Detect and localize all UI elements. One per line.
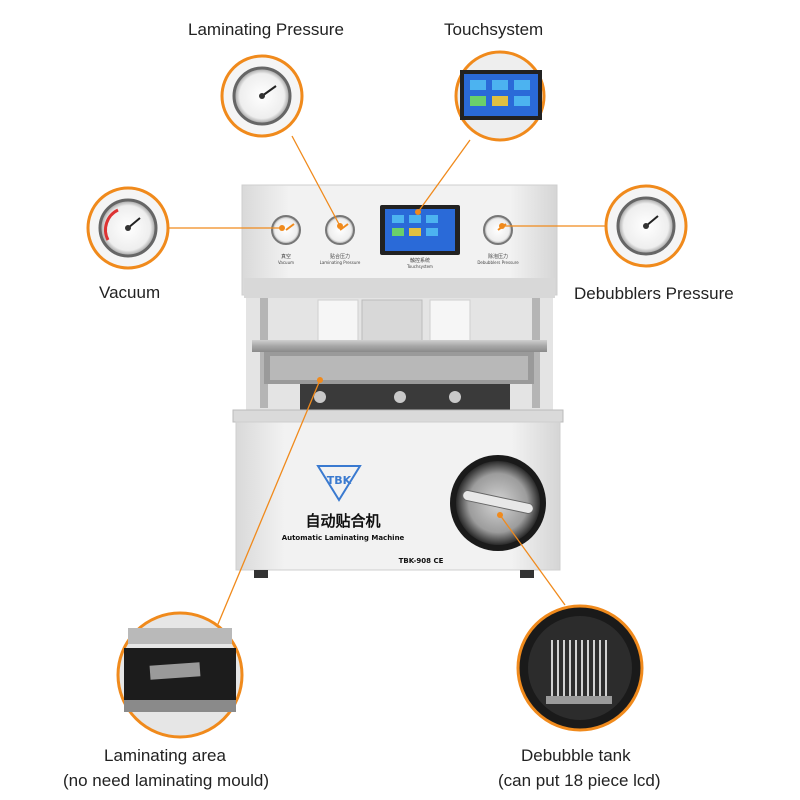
- panel-touchscreen: [380, 205, 460, 255]
- callout-touchsystem: Touchsystem: [444, 20, 544, 39]
- zoom-touchsystem: [454, 50, 546, 142]
- machine-model: TBK-908 CE: [399, 557, 444, 565]
- panel-vacuum-label-en: Vacuum: [278, 260, 294, 265]
- zoom-laminating-area: [116, 611, 244, 739]
- panel-screen-label-en: Touchsystem: [406, 264, 433, 269]
- svg-text:TBK: TBK: [327, 474, 352, 487]
- panel-vacuum-gauge: [271, 215, 301, 245]
- panel-laminating-label-en: Laminating Pressure: [320, 260, 361, 265]
- callout-leader-dots: [279, 209, 505, 518]
- callout-debubblers-pressure: Debubblers Pressure: [574, 284, 734, 303]
- laminating-chamber: [246, 298, 553, 413]
- zoom-laminating-pressure-gauge: [220, 54, 304, 138]
- panel-screen-label-cn: 触控系统: [410, 257, 430, 264]
- tbk-logo: TBK: [316, 465, 362, 502]
- panel-vacuum-label-cn: 真空: [281, 253, 291, 260]
- callout-debubble-tank-note: (can put 18 piece lcd): [498, 771, 661, 790]
- debubble-tank-door: [450, 455, 546, 551]
- zoom-vacuum-gauge: [86, 186, 170, 270]
- zoom-debubblers-pressure-gauge: [604, 184, 688, 268]
- callout-laminating-area-note: (no need laminating mould): [63, 771, 270, 790]
- panel-laminating-gauge: [325, 215, 355, 245]
- panel-debubbler-label-en: Debubblers Pressure: [477, 260, 519, 265]
- panel-laminating-label-cn: 贴合压力: [330, 253, 350, 260]
- callout-vacuum: Vacuum: [99, 283, 161, 302]
- machine-title-cn: 自动贴合机: [305, 512, 380, 530]
- zoom-debubble-tank: [516, 604, 644, 732]
- callout-laminating-pressure: Laminating Pressure: [188, 20, 344, 39]
- machine-ledge: [232, 409, 564, 423]
- callout-debubble-tank-title: Debubble tank: [521, 746, 631, 765]
- machine-title-en: Automatic Laminating Machine: [282, 534, 405, 542]
- panel-debubbler-label-cn: 除泡压力: [488, 253, 508, 260]
- callout-laminating-area-title: Laminating area: [104, 746, 226, 765]
- panel-debubbler-gauge: [483, 215, 513, 245]
